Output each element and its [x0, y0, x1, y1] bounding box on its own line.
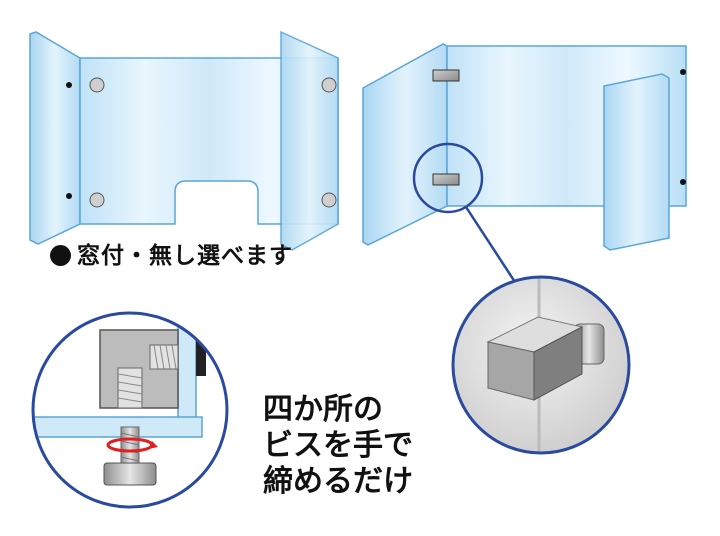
screw-knob-head: [103, 462, 157, 486]
thread-lines: [117, 373, 143, 403]
screw-shaft: [120, 426, 140, 468]
screw-head: [680, 179, 686, 185]
callout-line: [464, 206, 517, 283]
screw-knob: [321, 77, 337, 93]
window-option-text: 窓付・無し選べます: [77, 243, 293, 269]
screw-head: [680, 69, 686, 75]
thread-lines: [120, 432, 140, 462]
screw-detail-circle: [31, 311, 229, 509]
screw-knob: [89, 192, 105, 208]
bullet-icon: [50, 245, 71, 266]
acrylic-horizontal-panel: [33, 416, 203, 438]
window-option-caption: 窓付・無し選べます: [50, 236, 293, 270]
instruction-line: ビスを手で: [263, 428, 413, 463]
focus-ring: [412, 142, 484, 214]
detail-ring: [31, 311, 229, 509]
zoom-ring: [451, 275, 631, 455]
mounting-bracket: [432, 69, 460, 82]
instruction-line: 四か所の: [263, 392, 383, 427]
right-wing-panel: [603, 73, 670, 251]
mounting-bracket: [432, 173, 460, 186]
magnifier-callout: [412, 142, 631, 455]
thread-lines: [153, 344, 177, 370]
screw-knob: [89, 77, 105, 93]
rotate-arrow-icon: [106, 437, 158, 453]
bracket-side-face: [533, 326, 583, 401]
partition-with-window: [29, 30, 339, 251]
partition-rear-view: [362, 43, 687, 251]
screw-knob: [321, 192, 337, 208]
front-panel: [79, 57, 339, 225]
right-wing-panel: [280, 30, 339, 251]
instruction-caption: 四か所の ビスを手で 締めるだけ: [263, 392, 413, 500]
screw-head: [66, 82, 72, 88]
instruction-line: 締めるだけ: [263, 464, 413, 499]
acrylic-vertical-panel: [177, 313, 197, 421]
knob-stub: [196, 340, 206, 376]
screw-head: [66, 193, 72, 199]
threaded-hole-bottom: [117, 367, 143, 409]
left-wing-panel: [29, 31, 81, 245]
